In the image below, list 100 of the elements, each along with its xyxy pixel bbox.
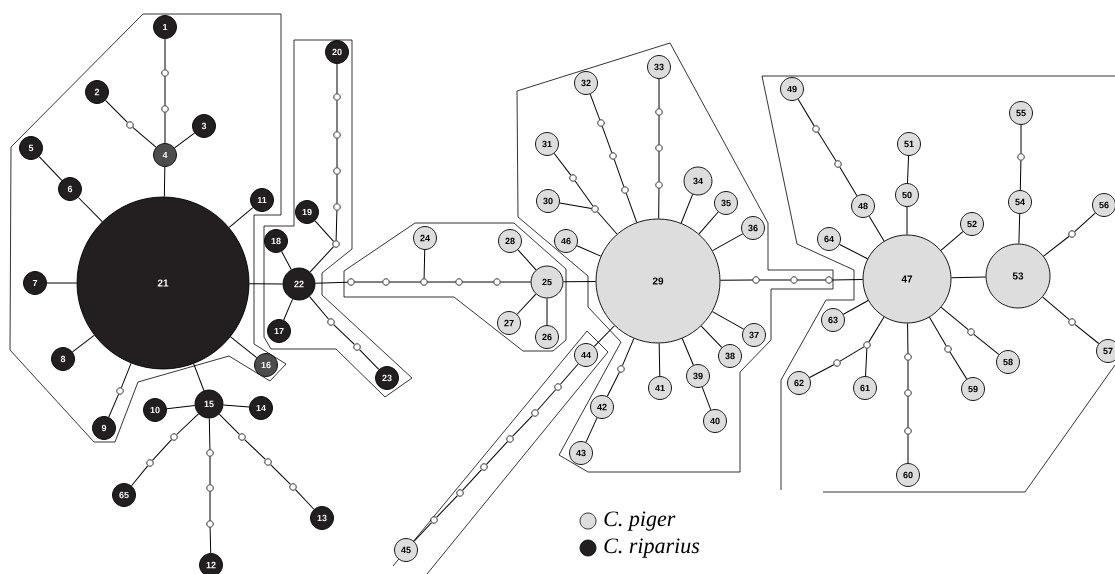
network-line — [658, 78, 660, 109]
network-line — [589, 93, 601, 121]
network-line — [462, 281, 494, 283]
network-line — [174, 132, 195, 149]
network-line — [907, 322, 909, 354]
network-line — [1019, 160, 1022, 191]
network-line — [228, 207, 254, 228]
network-line — [698, 211, 719, 235]
network-line — [809, 364, 835, 378]
network-line — [797, 279, 826, 281]
network-line — [576, 245, 602, 257]
network-line — [208, 417, 211, 450]
network-line — [559, 202, 592, 209]
network-line — [559, 363, 579, 385]
network-line — [335, 210, 338, 241]
network-line — [209, 527, 212, 554]
network-line — [817, 131, 837, 162]
network-line — [906, 206, 908, 236]
network-line — [546, 297, 548, 326]
network-line — [336, 138, 338, 168]
network-line — [132, 126, 157, 148]
network-line — [427, 281, 456, 283]
network-line — [336, 174, 338, 204]
network-line — [562, 281, 597, 283]
network-line — [336, 100, 338, 132]
network-line — [38, 156, 63, 181]
network-line — [929, 316, 947, 347]
network-line — [949, 351, 968, 380]
network-line — [596, 211, 618, 235]
network-line — [973, 333, 1000, 355]
network-line — [389, 281, 421, 283]
network-line — [164, 76, 166, 106]
network-line — [248, 283, 284, 285]
network-line — [336, 63, 338, 94]
network-line — [517, 249, 537, 271]
network-line — [700, 325, 723, 348]
network-line — [512, 415, 533, 437]
network-line — [218, 413, 240, 435]
network-line — [164, 38, 166, 70]
network-line — [701, 386, 712, 411]
network-line — [209, 491, 211, 521]
network-line — [585, 417, 598, 443]
network-line — [77, 197, 103, 223]
network-line — [907, 434, 909, 464]
network-line — [72, 334, 95, 353]
network-line — [832, 279, 864, 281]
network-line — [46, 282, 78, 284]
network-line — [244, 439, 266, 460]
network-line — [842, 300, 869, 315]
network-line — [309, 246, 335, 273]
network-line — [1020, 124, 1022, 154]
network-line — [868, 215, 885, 242]
network-line — [423, 249, 426, 279]
network-line — [658, 342, 661, 377]
network-line — [486, 441, 508, 465]
network-line — [658, 188, 660, 220]
network-line — [1042, 296, 1070, 321]
network-line — [907, 396, 909, 428]
network-line — [839, 346, 865, 362]
network-line — [658, 151, 660, 182]
network-line — [166, 405, 196, 410]
network-line — [712, 233, 744, 252]
network-line — [536, 389, 557, 411]
network-line — [759, 279, 791, 281]
network-line — [940, 231, 964, 251]
network-line — [314, 281, 348, 284]
legend-label: C. riparius — [604, 538, 700, 558]
network-line — [868, 316, 885, 343]
network-line — [865, 348, 868, 377]
network-line — [176, 413, 199, 435]
network-line — [354, 281, 383, 283]
network-line — [309, 296, 330, 320]
network-line — [500, 281, 532, 283]
network-line — [283, 298, 294, 321]
network-line — [797, 98, 815, 127]
network-line — [516, 293, 537, 315]
network-line — [680, 193, 694, 224]
network-line — [907, 360, 909, 390]
network-line — [574, 180, 594, 207]
network-line — [719, 279, 753, 281]
network-line — [333, 324, 355, 345]
network-line — [606, 371, 620, 397]
network-line — [193, 363, 205, 391]
network-line — [839, 243, 868, 260]
network-line — [950, 276, 987, 279]
network-line — [1074, 323, 1100, 344]
network-line — [625, 192, 638, 223]
network-line — [270, 464, 291, 485]
network-line — [209, 456, 211, 485]
network-line — [462, 469, 483, 491]
network-line — [164, 112, 166, 144]
network-line — [152, 439, 173, 461]
network-line — [553, 153, 572, 176]
network-line — [436, 495, 458, 518]
network-line — [613, 158, 625, 188]
network-line — [940, 306, 969, 331]
network-line — [163, 166, 166, 198]
network-line — [104, 99, 128, 123]
network-line — [108, 393, 120, 418]
network-line — [1043, 235, 1070, 257]
